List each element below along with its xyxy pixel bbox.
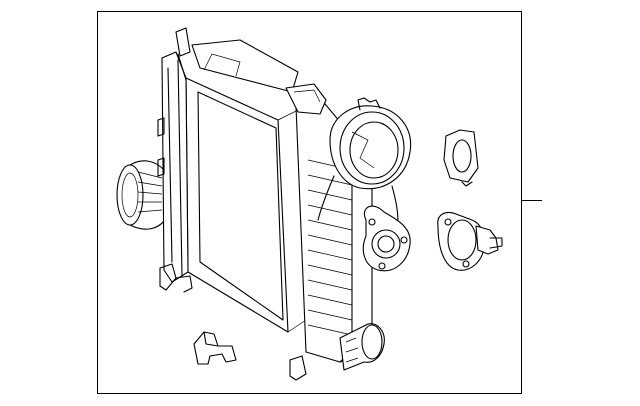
lower-right-tab [289, 355, 307, 381]
core-top-plate [191, 39, 299, 93]
outlet-flange [362, 205, 411, 272]
left-tank [157, 27, 191, 283]
temperature-sensor-icon [437, 211, 503, 271]
callout-leader-line [521, 200, 542, 201]
core-face [185, 77, 307, 333]
lower-left-tab [159, 263, 193, 293]
diagram-frame [97, 11, 522, 394]
upper-mount-ear [285, 83, 327, 115]
mounting-bracket-icon [443, 129, 479, 187]
intercooler-assembly-icon [116, 27, 412, 381]
inlet-pipe [116, 160, 166, 230]
lower-outlet-pipe [339, 323, 385, 371]
retaining-clip-icon [193, 331, 237, 365]
outlet-bell [317, 97, 412, 223]
